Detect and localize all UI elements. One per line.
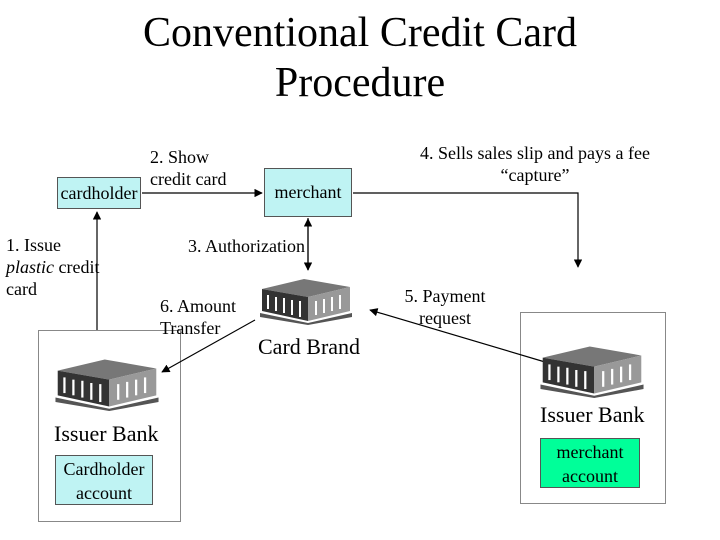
step-6-label: 6. Amount Transfer	[160, 295, 236, 339]
cardholder-account-line-2: account	[76, 483, 132, 503]
cardholder-account-box: Cardholder account	[55, 455, 153, 505]
bank-building-icon	[55, 359, 159, 411]
step-1-line-3: card	[6, 279, 37, 299]
title-line-2: Procedure	[274, 60, 446, 106]
step-2-line-2: credit card	[150, 169, 227, 189]
merchant-node: merchant	[264, 168, 352, 217]
issuer-bank-right-label: Issuer Bank	[540, 402, 645, 427]
step-4-line-2: “capture”	[500, 165, 570, 185]
bank-building-icon	[540, 346, 644, 398]
step-6-line-2: Transfer	[160, 318, 221, 338]
cardholder-account-line-1: Cardholder	[63, 459, 145, 479]
step-1-line-1: 1. Issue	[6, 235, 61, 255]
title-line-1: Conventional Credit Card	[143, 10, 577, 56]
arrow-amount-transfer	[161, 319, 256, 373]
step-4-label: 4. Sells sales slip and pays a fee “capt…	[380, 142, 690, 186]
merchant-account-line-2: account	[562, 466, 618, 486]
page-title: Conventional Credit Card Procedure	[0, 8, 720, 108]
step-4-line-1: 4. Sells sales slip and pays a fee	[420, 143, 650, 163]
step-3-label: 3. Authorization	[188, 236, 305, 256]
step-1-label: 1. Issue plastic credit card	[6, 234, 99, 300]
merchant-account-line-1: merchant	[556, 442, 624, 462]
step-5-line-1: 5. Payment	[404, 286, 486, 306]
bank-building-icon	[260, 279, 352, 325]
step-1-line-2: plastic credit	[6, 256, 99, 278]
step-5-line-2: request	[419, 308, 471, 328]
step-6-line-1: 6. Amount	[160, 296, 237, 316]
step-2-label: 2. Show credit card	[150, 146, 226, 190]
cardholder-node: cardholder	[57, 177, 141, 209]
merchant-account-box: merchant account	[540, 438, 640, 488]
issuer-bank-left-label: Issuer Bank	[54, 421, 159, 446]
card-brand-label: Card Brand	[258, 334, 361, 359]
step-2-line-1: 2. Show	[150, 147, 210, 167]
step-5-label: 5. Payment request	[390, 285, 500, 329]
step-1-rest: credit	[54, 257, 100, 277]
arrow-payment-request	[369, 308, 546, 363]
step-1-italic: plastic	[6, 257, 54, 277]
arrow-capture	[353, 192, 583, 268]
